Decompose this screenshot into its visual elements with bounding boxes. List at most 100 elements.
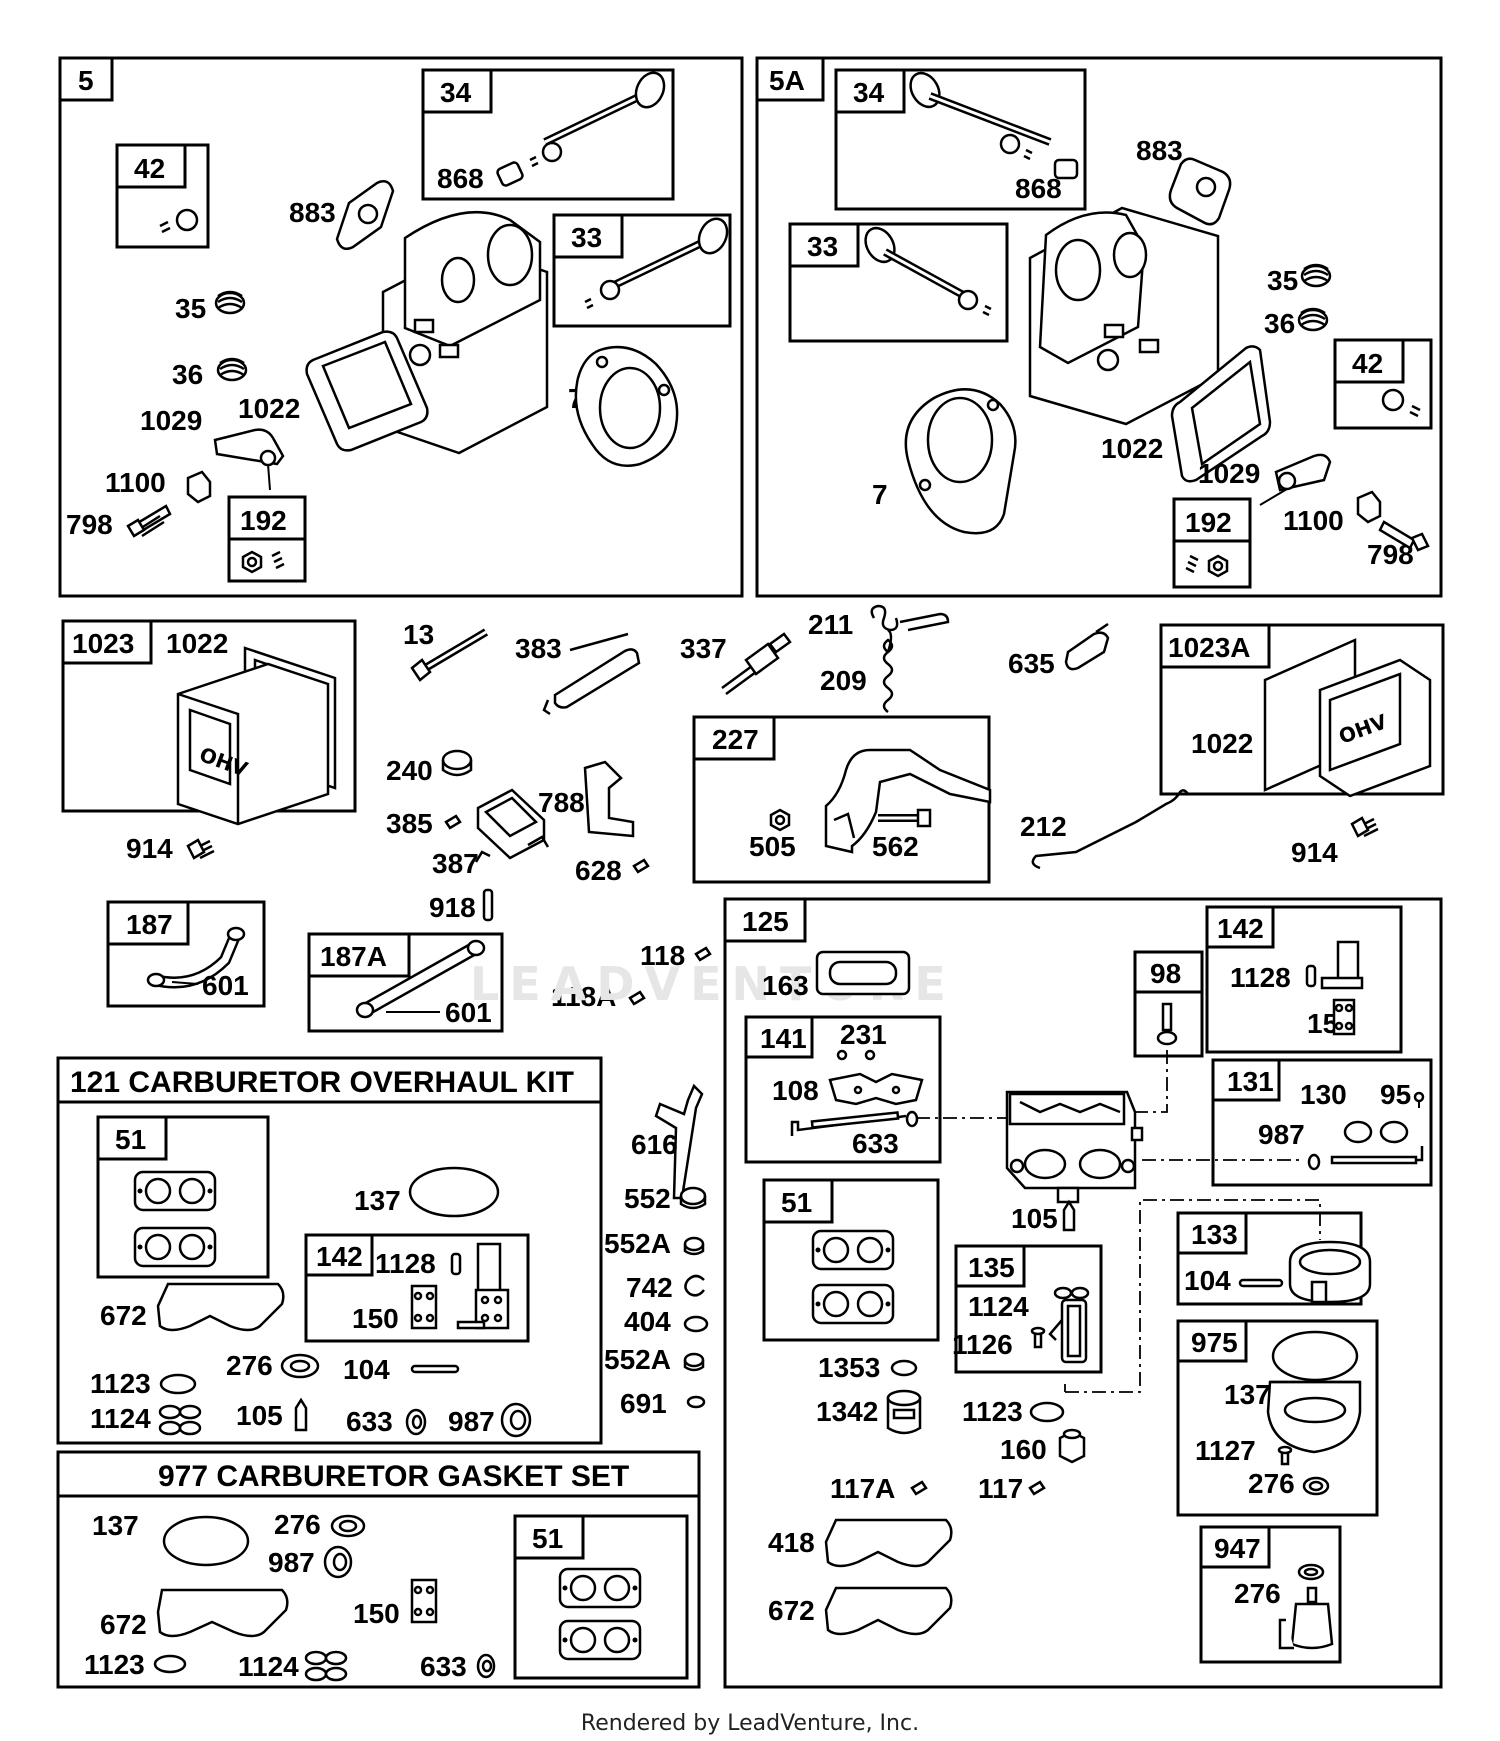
plate-150-icon	[410, 1284, 438, 1330]
label-125-135: 135	[968, 1252, 1015, 1283]
label-977-1123: 1123	[84, 1649, 145, 1680]
screw-914-right-icon	[1350, 816, 1380, 838]
gasket-125-672-icon	[824, 1586, 953, 1636]
o-ring-977-137-icon	[162, 1515, 250, 1567]
seal-125-633-icon	[905, 1110, 919, 1128]
carburetor-body-icon	[1005, 1090, 1144, 1204]
box-227: 227 505 562	[692, 715, 992, 884]
label-125-975: 975	[1191, 1327, 1238, 1358]
label-5: 5	[78, 65, 94, 96]
rocker-gasket-icon	[305, 330, 429, 452]
gasket-977-51b-icon	[558, 1619, 642, 1661]
valve-33-icon	[584, 214, 732, 310]
float-133-icon	[1288, 1240, 1372, 1304]
label-121-987: 987	[448, 1406, 495, 1437]
label-121-1123: 1123	[90, 1368, 151, 1399]
label-387: 387	[432, 848, 479, 879]
gasket-121-51b-icon	[133, 1226, 217, 1268]
box-5a: 5A 34 868 883 33 35	[755, 56, 1443, 598]
label-125-418: 418	[768, 1527, 815, 1558]
screw-98-icon	[1156, 1002, 1178, 1046]
gasket-125-51b-icon	[811, 1283, 895, 1325]
label-5a: 5A	[769, 65, 805, 96]
spring-5a-35-icon	[1300, 263, 1332, 288]
exhaust-gasket-5a-883-icon	[1168, 157, 1232, 226]
label-125-1124: 1124	[968, 1291, 1029, 1322]
o-ring-125-1123-icon	[1029, 1401, 1065, 1423]
spring-211-icon	[870, 604, 950, 632]
label-125-51: 51	[781, 1187, 812, 1218]
bracket-788-icon	[583, 760, 635, 838]
seal-125-276b-icon	[1297, 1563, 1325, 1581]
seal-987-icon	[500, 1402, 532, 1438]
screw-628-icon	[632, 858, 650, 874]
label-212: 212	[1020, 811, 1067, 842]
label-5-36: 36	[172, 359, 203, 390]
screw-125-1128-icon	[1305, 964, 1317, 988]
nut-505-icon	[769, 808, 791, 832]
choke-shaft-616-icon	[654, 1083, 704, 1200]
plate-125-150-icon	[1332, 998, 1356, 1036]
rocker-cover-ohv-icon: OHV	[176, 646, 337, 826]
label-125-131: 131	[1227, 1066, 1274, 1097]
nut-192-icon	[241, 550, 285, 574]
label-121-150: 150	[352, 1303, 399, 1334]
screw-117a-icon	[910, 1480, 928, 1496]
label-125-141: 141	[760, 1023, 807, 1054]
label-125: 125	[742, 906, 789, 937]
head-gasket-5a-7-icon	[904, 388, 1017, 535]
label-5-1029: 1029	[140, 405, 202, 436]
spark-plug-337-icon	[721, 632, 792, 696]
box-121-overhaul-kit: 121 CARBURETOR OVERHAUL KIT 51 137 672 1…	[56, 1056, 603, 1445]
label-918: 918	[429, 892, 476, 923]
pin-387-icon	[474, 850, 491, 863]
label-121-142: 142	[316, 1241, 363, 1272]
seal-125-276a-icon	[1302, 1476, 1330, 1496]
bracket-142-icon	[456, 1242, 510, 1330]
label-5a-883: 883	[1136, 135, 1183, 166]
label-121-51: 51	[115, 1124, 146, 1155]
label-977-137: 137	[92, 1510, 139, 1541]
spring-35-icon	[214, 290, 246, 315]
label-125-1126: 1126	[952, 1329, 1013, 1360]
label-635: 635	[1008, 648, 1055, 679]
label-5-42: 42	[134, 153, 165, 184]
label-125-1128: 1128	[1230, 962, 1291, 993]
seal-125-987-icon	[1307, 1153, 1321, 1171]
throttle-shaft-icon	[790, 1111, 907, 1136]
o-ring-1123-icon	[159, 1373, 197, 1395]
label-209: 209	[820, 665, 867, 696]
label-1023a-1022: 1022	[1191, 728, 1253, 759]
washer-977-1124-icon	[304, 1650, 348, 1682]
o-ring-125-137-icon	[1271, 1330, 1359, 1382]
label-5a-35: 35	[1267, 265, 1298, 296]
label-914-left: 914	[126, 833, 173, 864]
gasket-977-51a-icon	[558, 1567, 642, 1609]
governor-arm-227-icon	[824, 748, 992, 854]
label-5-34: 34	[440, 77, 472, 108]
label-125-633: 633	[852, 1128, 899, 1159]
label-125-104: 104	[1184, 1265, 1231, 1296]
label-121-1124: 1124	[90, 1403, 151, 1434]
label-5-883: 883	[289, 197, 336, 228]
screw-118a-icon	[628, 990, 646, 1006]
choke-plate-130-icon	[1343, 1120, 1409, 1144]
label-977-150: 150	[353, 1598, 400, 1629]
label-118: 118	[640, 940, 685, 971]
leader-98	[1135, 1050, 1168, 1113]
exhaust-gasket-883-icon	[335, 180, 395, 250]
valve-seal-42-icon	[159, 208, 199, 234]
label-121-137: 137	[354, 1185, 401, 1216]
label-5a-42: 42	[1352, 348, 1383, 379]
plate-977-150-icon	[410, 1578, 438, 1624]
label-383: 383	[515, 633, 562, 664]
rocker-arm-1029-icon	[213, 428, 285, 491]
label-977-51: 51	[532, 1523, 563, 1554]
screw-117-icon	[1028, 1480, 1046, 1496]
box-187a: 187A 601	[307, 932, 504, 1033]
rocker-stud-798-icon	[126, 504, 172, 538]
label-5a-33: 33	[807, 231, 838, 262]
bushing-552a-2-icon	[683, 1352, 705, 1372]
label-914-right: 914	[1291, 837, 1338, 868]
